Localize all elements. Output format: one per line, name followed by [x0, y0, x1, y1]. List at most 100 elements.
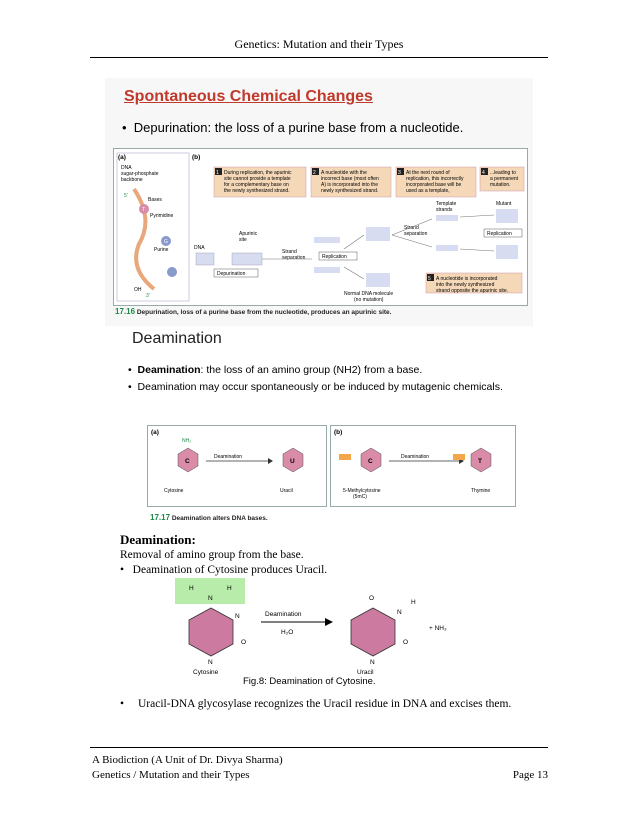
deamination-panel-b: (b) C Deamination T 5-Methylcytosine (5m…: [330, 425, 516, 507]
purine-label: Purine: [154, 247, 169, 253]
panel-a-backbone: backbone: [121, 177, 143, 183]
ring-n-left: N: [235, 613, 240, 620]
panel-a-bases: Bases: [148, 197, 162, 203]
strand-sep-b: separation: [282, 255, 306, 261]
thymine-name: Thymine: [471, 488, 490, 494]
normal-dna-a: Normal DNA molecule: [344, 291, 393, 297]
methylcytosine-abbr: (5mC): [353, 494, 367, 500]
page-header: Genetics: Mutation and their Types: [234, 37, 404, 51]
normal-dna: [366, 273, 390, 287]
depurination-caption: 17.16 Depurination, loss of a purine bas…: [115, 307, 415, 316]
panel-a-sugar: sugar-phosphate: [121, 171, 159, 177]
cytosine-bullet-text: Deamination of Cytosine produces Uracil.: [132, 564, 328, 576]
cytosine-ring: [177, 447, 199, 473]
uracil-ring-large: [350, 607, 396, 657]
template-bottom: [436, 245, 458, 251]
uracil-n: N: [397, 609, 402, 616]
glycosylase-text: Uracil-DNA glycosylase recognizes the Ur…: [138, 698, 512, 710]
slide-title-deamination: Deamination: [132, 330, 222, 347]
step5-text-c: strand opposite the apurinic site.: [436, 288, 508, 294]
caption-text: Depurination, loss of a purine base from…: [136, 309, 392, 316]
footer-line1: A Biodiction (A Unit of Dr. Divya Sharma…: [92, 754, 283, 766]
step3-number-bg: [397, 168, 404, 175]
ring-n-bottom: N: [208, 659, 213, 666]
strand-bottom: [314, 267, 340, 273]
mutant-label: Mutant: [496, 201, 512, 207]
step3-text-c: incorporated base will be: [406, 182, 462, 188]
header-rule: [90, 57, 548, 58]
apurinic-label-a: Apurinic: [239, 231, 258, 237]
cytosine-name-large: Cytosine: [193, 669, 219, 676]
o-left: O: [241, 639, 246, 646]
normal-duplex-2: [496, 245, 518, 259]
step5-number-bg: [427, 274, 434, 281]
cytosine-uracil-figure: H H N N N O Deamination H₂O O N H O N + …: [175, 578, 447, 676]
depurination-tag: [213, 268, 259, 278]
uracil-n-bottom: N: [370, 659, 375, 666]
base-g-circle: [161, 236, 171, 246]
page-number: Page 13: [512, 769, 548, 781]
step2-box: [310, 166, 392, 198]
bullet2-text: Deamination may occur spontaneously or b…: [137, 381, 503, 393]
step1-text-d: the newly synthesized strand.: [224, 188, 290, 194]
uracil-letter: U: [290, 458, 295, 465]
template-b: strands: [436, 207, 453, 213]
step2-text-c: A) is incorporated into the: [321, 182, 378, 188]
step5-text-a: A nucleotide is incorporated: [436, 276, 498, 282]
step3-number: 3: [398, 170, 401, 176]
base-g2-circle: [167, 267, 177, 277]
methyl-group-a: [339, 454, 351, 460]
step4-number-bg: [481, 168, 488, 175]
strand-sep-a: Strand: [282, 249, 297, 255]
deamination-definition: Removal of amino group from the base.: [120, 549, 304, 561]
uracil-o: O: [403, 639, 408, 646]
bullet-dot-3: •: [120, 698, 125, 710]
bullet-text: Depurination: the loss of a purine base …: [133, 120, 464, 135]
mutant-intermediate: [366, 227, 390, 241]
cytosine-ring-large: [188, 607, 234, 657]
caption-number-2: 17.17: [150, 513, 171, 522]
step3-box: [395, 166, 477, 198]
deam-a-arrow-label: Deamination: [214, 454, 242, 460]
deam-arrowhead-a: [268, 458, 273, 464]
thymine-ring: [470, 447, 492, 473]
methylcytosine-letter: C: [368, 458, 373, 465]
step1-box: [213, 166, 307, 198]
o-top: O: [369, 595, 374, 602]
panel-a-border: [116, 152, 190, 302]
footer-rule: [90, 747, 548, 748]
arrow-top-label: Deamination: [265, 611, 302, 618]
reaction-arrowhead: [325, 618, 333, 626]
panel-b-label: (b): [192, 154, 200, 161]
depurination-tag-text: Depurination: [217, 271, 246, 277]
step2-text-a: A nucleotide with the: [321, 170, 367, 176]
strand-sep2-b: separation: [404, 231, 428, 237]
step1-number: 1: [216, 170, 219, 176]
methyl-group-b: [453, 454, 465, 460]
deamination-bullet-2: • Deamination may occur spontaneously or…: [128, 381, 503, 393]
uracil-name-large: Uracil: [357, 669, 374, 676]
panel-a-5prime: 5': [124, 193, 128, 199]
h-left: H: [189, 585, 194, 592]
deamination-panel-a: (a) C NH₂ Deamination U Cytosine Uracil: [147, 425, 327, 507]
methylcytosine-ring: [360, 447, 382, 473]
apurinic-label-b: site: [239, 237, 247, 243]
replication-tag-1: [318, 251, 358, 261]
step4-number: 4: [482, 170, 485, 176]
uracil-ring: [282, 447, 304, 473]
slide-title-spontaneous: Spontaneous Chemical Changes: [124, 88, 373, 105]
step2-text-b: incorrect base (most often: [321, 176, 379, 182]
strand-top: [314, 237, 340, 243]
dna-label: DNA: [194, 245, 205, 251]
arrow-bottom-label: H₂O: [281, 629, 293, 636]
replication-tag-2-text: Replication: [487, 231, 512, 237]
step5-box: [425, 272, 523, 294]
step1-number-bg: [215, 168, 222, 175]
depurination-bullet: • Depurination: the loss of a purine bas…: [122, 120, 463, 135]
deam-b-label: (b): [334, 429, 342, 436]
step2-number-bg: [312, 168, 319, 175]
step4-text-c: mutation.: [490, 182, 511, 188]
step4-text-a: ...leading to: [490, 170, 516, 176]
uracil-glycosylase-bullet: • Uracil-DNA glycosylase recognizes the U…: [120, 697, 520, 711]
panel-b-svg: (b) C Deamination T 5-Methylcytosine (5m…: [334, 429, 492, 500]
